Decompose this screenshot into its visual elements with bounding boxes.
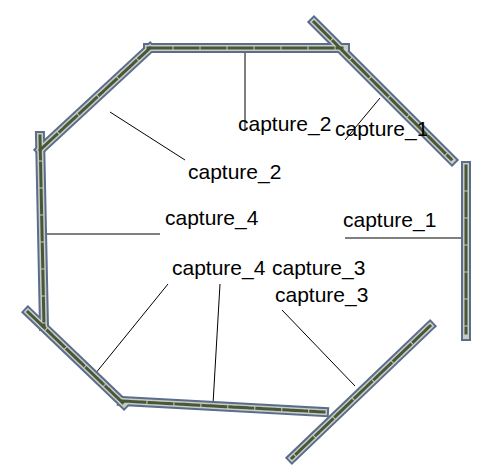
capture-label: capture_2 <box>238 112 331 136</box>
capture-label: capture_1 <box>335 117 428 141</box>
capture-label: capture_2 <box>188 160 281 184</box>
capture-label: capture_4 <box>165 206 258 230</box>
wall-panels <box>28 22 466 458</box>
capture-label: capture_3 <box>272 256 365 280</box>
capture-label: capture_3 <box>275 283 368 307</box>
capture-label: capture_4 <box>172 256 265 280</box>
capture-label: capture_1 <box>343 208 436 232</box>
